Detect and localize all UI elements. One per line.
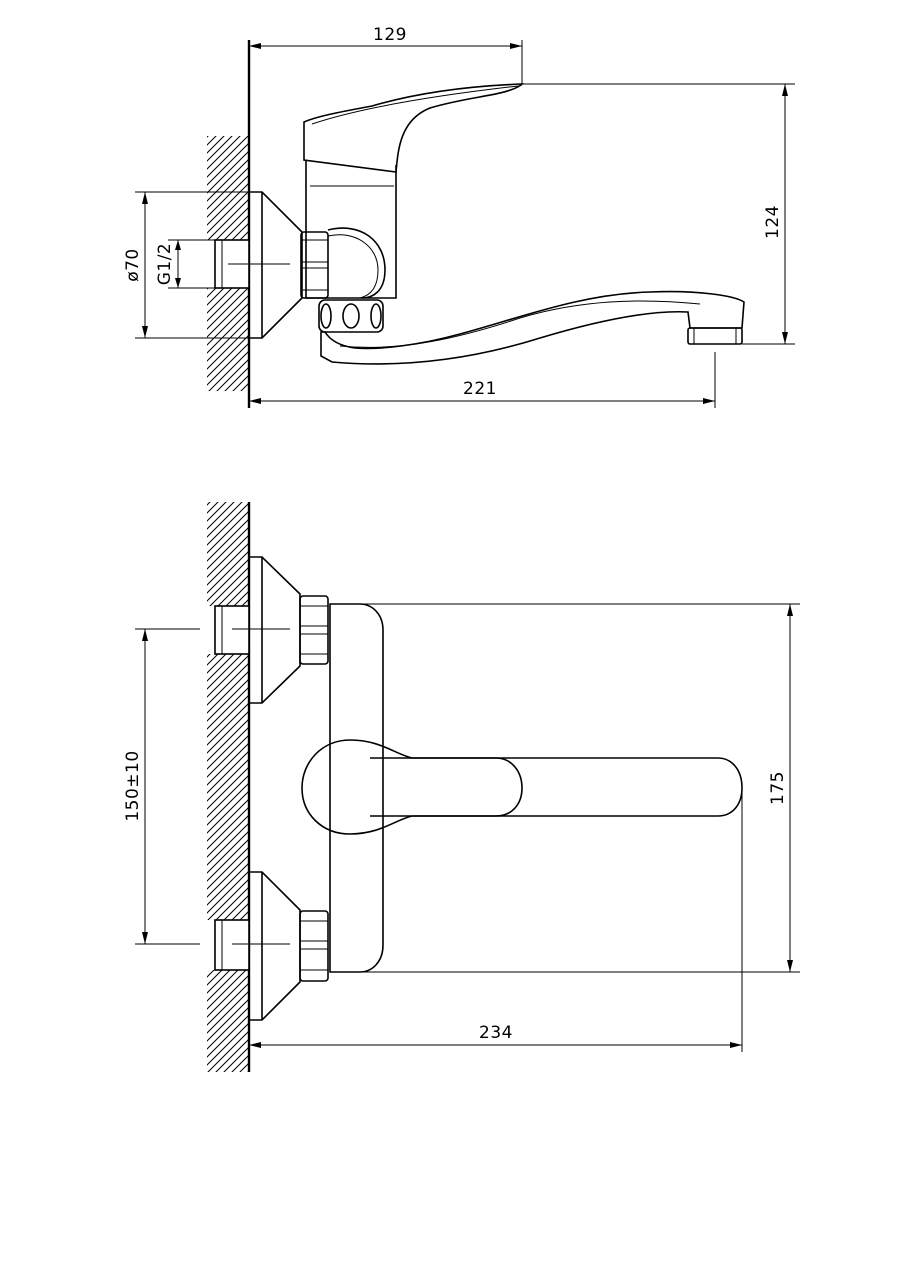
dimension-175: 175 (360, 603, 800, 973)
dimension-diameter: ø70 (123, 191, 262, 339)
dimension-221: 221 (249, 352, 716, 408)
spout-side (320, 290, 745, 365)
dimension-234: 234 (249, 790, 743, 1052)
mixer-body-side (305, 160, 397, 299)
dim-total-reach-label: 234 (479, 1023, 513, 1043)
dim-flange-diameter-label: ø70 (123, 248, 143, 282)
dim-depth-label: 129 (373, 25, 407, 45)
swivel-ring-side (318, 299, 384, 333)
dim-thread-label: G1/2 (155, 243, 175, 286)
dimension-129: 129 (249, 25, 523, 84)
dim-width-label: 175 (768, 771, 788, 805)
top-view: 150±10 175 234 (123, 502, 800, 1072)
dim-height-label: 124 (763, 205, 783, 239)
lever-handle-side (303, 83, 525, 173)
dimension-150: 150±10 (123, 628, 200, 945)
dim-inlet-spacing-label: 150±10 (123, 750, 143, 821)
lever-handle-top (301, 739, 523, 835)
dim-spout-reach-label: 221 (463, 379, 497, 399)
side-view: 129 124 ø70 G1/2 (123, 25, 795, 408)
wall-hatch-side (207, 40, 251, 408)
mixer-body-top (329, 603, 384, 973)
spout-top (370, 757, 743, 817)
hex-nut-side (300, 231, 329, 299)
upper-inlet-top (214, 556, 329, 704)
dimension-124: 124 (522, 83, 795, 345)
lower-inlet-top (214, 871, 329, 1021)
flange-side (249, 191, 303, 339)
dimension-thread: G1/2 (155, 239, 215, 289)
inlet-pipe-side (214, 239, 290, 289)
wall-hatch-top (207, 502, 251, 1072)
